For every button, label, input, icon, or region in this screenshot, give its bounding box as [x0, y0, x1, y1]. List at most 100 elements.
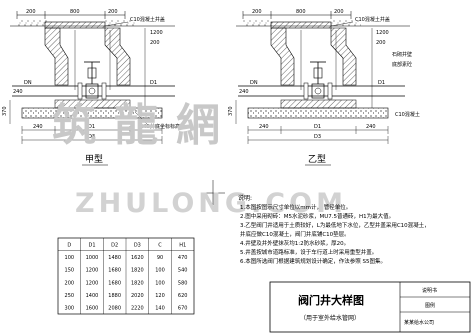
title-legend-3: 某某给水公司: [404, 319, 434, 326]
left-valve-well-section: 200 800 200 C10混凝土井盖 1200 200: [2, 9, 180, 166]
title-sub: （用于室外给水管网）: [300, 314, 360, 322]
right-pipe-label-dn: DN: [250, 80, 258, 86]
right-top-dimension: 200 800 200: [242, 9, 352, 19]
right-bottom-dimension: 240 D1 240 D3: [247, 124, 389, 144]
title-legend-2: 图例: [425, 302, 435, 309]
table-cell: 670: [178, 306, 188, 312]
right-side-dim-2: 240: [239, 89, 249, 95]
right-pipe: DN D1: [238, 80, 405, 100]
left-well-wall-left: [44, 27, 69, 86]
right-valve: [310, 61, 326, 99]
notes-line-1: 1.本图按图示尺寸单位以mm计， 管径单位。: [240, 203, 351, 211]
left-valve: [84, 61, 100, 99]
table-cell: 1680: [108, 280, 121, 286]
notes-line-7: 6.本图所选阀门根据建筑规划设计确定，作法参照 S5图集。: [240, 257, 386, 265]
right-well-wall-left: [270, 27, 295, 86]
notes-block: 说明: 1.本图按图示尺寸单位以mm计， 管径单位。 2.图中采用砌砖：M5水泥…: [238, 194, 430, 265]
right-dim-top-3: 200: [334, 9, 344, 15]
notes-line-5: 4.井壁及井外壁抹灰均1:2防水砂浆，厚20。: [240, 239, 349, 247]
left-dim-bottom-4: D3: [88, 134, 95, 140]
right-valve-well-section: 200 800 200 C10混凝土井盖 1200 200 石砌井壁 底部素砼: [228, 9, 420, 166]
left-pipe-label-dn: DN: [24, 80, 32, 86]
right-dim-bottom-1: 240: [259, 124, 269, 130]
table-cell: 540: [178, 268, 188, 274]
left-side-dim-2: 240: [13, 89, 23, 95]
crosshair-symbol: [201, 180, 225, 205]
left-note-label: 井底坐标标高: [150, 123, 180, 130]
right-pipe-label-d1: D1: [378, 80, 385, 86]
notes-heading: 说明:: [238, 194, 252, 202]
table-cell: 1680: [108, 268, 121, 274]
left-pipe: DN D1: [12, 80, 175, 100]
left-cover-slab: [44, 21, 106, 29]
left-side-dim-1: 370: [2, 106, 8, 116]
table-cell: 100: [155, 268, 165, 274]
table-cell: 250: [65, 293, 75, 299]
right-well-wall-right: [330, 27, 357, 86]
right-side-label-1: 1200: [376, 30, 389, 36]
left-well-wall-right: [104, 27, 131, 86]
left-top-dimension: 200 800 200: [16, 9, 126, 19]
right-base-floor: [280, 99, 357, 109]
left-dim-top-1: 200: [26, 9, 36, 15]
table-cell: 200: [65, 280, 75, 286]
right-ground-right: [331, 20, 361, 26]
table-cell: 150: [65, 268, 75, 274]
right-caption: 乙型: [308, 154, 326, 165]
left-dim-bottom-1: 240: [33, 124, 43, 130]
table-cell: 580: [178, 280, 188, 286]
table-header-cell: H1: [179, 242, 186, 248]
right-side-label-4: 底部素砼: [392, 61, 412, 68]
table-cell: 1880: [108, 293, 121, 299]
left-dim-top-3: 200: [108, 9, 118, 15]
right-ground-left: [243, 20, 273, 26]
notes-line-6: 5.井盖按城市道路标准，设于车行道上时采用重型井盖。: [240, 248, 377, 256]
right-side-label-2: 200: [376, 40, 386, 46]
table-cell: 100: [155, 280, 165, 286]
title-block: 阀门井大样图 （用于室外给水管网） 说明书 图例 某某给水公司: [269, 281, 471, 333]
title-main: 阀门井大样图: [298, 293, 364, 307]
table-cell: 1200: [86, 268, 99, 274]
left-side-label-1: 1200: [150, 30, 163, 36]
table-cell: 1620: [131, 255, 144, 261]
table-cell: 1820: [131, 268, 144, 274]
right-side-dim-1: 370: [228, 106, 234, 116]
table-cell: 1600: [86, 306, 99, 312]
table-cell: 2220: [131, 306, 144, 312]
table-cell: 470: [178, 255, 188, 261]
table-header-cell: D2: [111, 242, 118, 248]
right-base-slab: [247, 107, 389, 119]
table-cell: 300: [65, 306, 75, 312]
left-bottom-dimension: 240 D1 240 D3: [21, 124, 163, 144]
left-dim-top-2: 800: [70, 9, 80, 15]
table-cell: 1480: [108, 255, 121, 261]
right-dim-top-2: 800: [296, 9, 306, 15]
table-cell: 1000: [86, 255, 99, 261]
notes-line-2: 2.图中采用砌砖：M5水泥砂浆，MU7.5普通砖，H1为最大值。: [240, 212, 394, 220]
title-legend-1: 说明书: [422, 287, 437, 294]
right-note-label: C10混凝土: [395, 111, 420, 118]
table-cell: 100: [65, 255, 75, 261]
table-header-cell: C: [158, 242, 162, 248]
table-cell: 120: [155, 293, 165, 299]
left-dim-bottom-3: 240: [140, 124, 150, 130]
table-cell: 1820: [131, 280, 144, 286]
right-side-label-3: 石砌井壁: [392, 51, 412, 58]
right-cover-label: C10混凝土井盖: [355, 16, 390, 23]
right-dim-bottom-2: D1: [314, 124, 321, 130]
right-dim-bottom-4: D3: [314, 134, 321, 140]
left-ground-left: [17, 20, 47, 26]
left-caption: 甲型: [85, 154, 103, 165]
left-ground-right: [105, 20, 135, 26]
table-header-cell: D: [67, 242, 71, 248]
left-pipe-label-d1: D1: [150, 80, 157, 86]
left-base-floor: [54, 99, 131, 109]
table-cell: 2080: [108, 306, 121, 312]
table-cell: 140: [155, 306, 165, 312]
watermark-cn: 筑龍網: [52, 100, 238, 151]
right-dim-top-1: 200: [252, 9, 262, 15]
notes-line-4: 井底应做C10混凝土，阀门井底铺C10垫层。: [240, 230, 350, 238]
table-header-cell: D1: [88, 242, 95, 248]
